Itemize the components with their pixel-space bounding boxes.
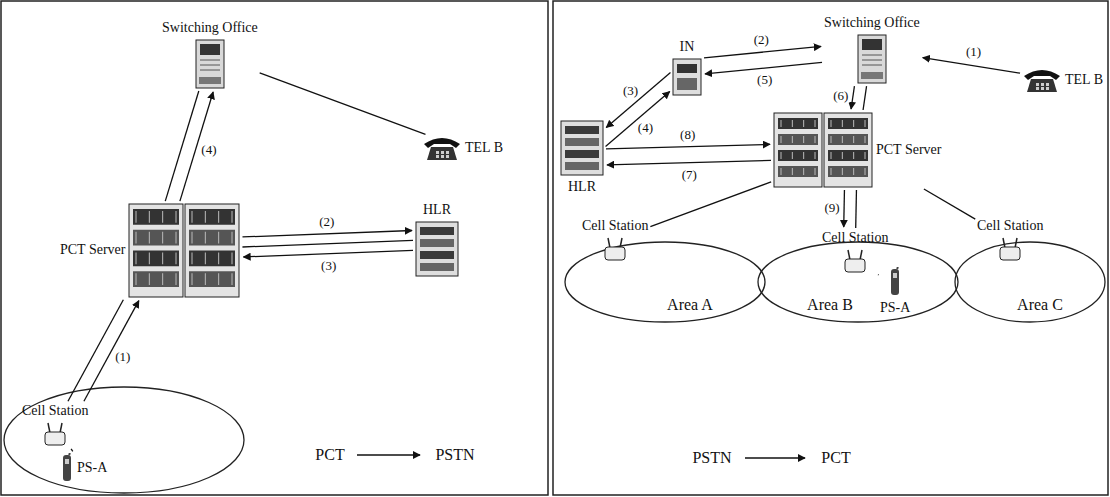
cell-area xyxy=(4,387,244,493)
step-number: (7) xyxy=(681,167,698,181)
signal-arrow xyxy=(851,86,854,109)
signal-arrow xyxy=(843,190,845,227)
signal-arrow xyxy=(84,301,139,402)
step-number: (5) xyxy=(756,73,773,87)
in-icon xyxy=(672,58,702,96)
rack-icon xyxy=(128,203,240,298)
phone-icon xyxy=(1022,67,1062,93)
handset-icon xyxy=(60,453,74,483)
node-label: HLR xyxy=(423,202,451,218)
rack-node: PCT Server xyxy=(60,203,240,298)
node-label: Switching Office xyxy=(162,20,258,36)
switch-node: Switching Office xyxy=(162,20,258,89)
signal-arrow xyxy=(607,160,771,164)
hlr-node: HLR xyxy=(560,120,604,195)
step-number: (1) xyxy=(114,350,131,364)
hlr-icon xyxy=(560,120,604,176)
phone-node: TEL B xyxy=(1022,67,1103,93)
step-number: (6) xyxy=(832,89,849,103)
cell-icon xyxy=(997,237,1023,261)
handset-node: PS-A xyxy=(60,453,107,483)
node-label: Cell Station xyxy=(822,230,889,246)
link-line xyxy=(863,86,866,110)
node-label: Cell Station xyxy=(22,403,89,419)
network-label: PSTN xyxy=(692,449,731,467)
step-number: (1) xyxy=(965,44,982,58)
step-number: (3) xyxy=(622,84,639,98)
node-label: Cell Station xyxy=(977,218,1044,234)
phone-icon xyxy=(422,135,462,161)
link-line xyxy=(260,73,426,134)
link-line xyxy=(70,448,72,452)
cell-node: Cell Station xyxy=(977,218,1044,261)
step-number: (4) xyxy=(200,143,217,157)
cell-node: Cell Station xyxy=(582,218,649,261)
node-label: Cell Station xyxy=(582,218,649,234)
switch-icon xyxy=(857,34,887,84)
cell-area xyxy=(758,242,958,322)
cell-icon xyxy=(42,422,68,446)
node-label: PCT Server xyxy=(60,242,125,258)
direction-arrow xyxy=(357,454,420,455)
handset-icon xyxy=(888,267,902,297)
node-label: Switching Office xyxy=(824,15,920,31)
cell-node: Cell Station xyxy=(22,403,89,446)
panel-frame xyxy=(1,1,548,495)
panel-frame xyxy=(553,1,1108,495)
cell-icon xyxy=(842,249,868,273)
network-label: PCT xyxy=(821,449,850,467)
link-line xyxy=(242,240,413,247)
link-line xyxy=(650,182,771,227)
phone-node: TEL B xyxy=(422,135,503,161)
cell-node: Cell Station xyxy=(822,230,889,273)
link-line xyxy=(855,190,857,228)
rackS-node: PCT Server xyxy=(773,112,941,188)
switch-icon xyxy=(195,39,225,89)
signal-arrow xyxy=(606,144,770,148)
network-label: PSTN xyxy=(435,446,474,464)
cell-area xyxy=(565,242,765,322)
step-number: (2) xyxy=(318,215,335,229)
step-number: (9) xyxy=(823,201,840,215)
signal-arrow xyxy=(242,230,412,236)
step-number: (8) xyxy=(679,127,696,141)
node-label: IN xyxy=(680,39,695,55)
switch-node: Switching Office xyxy=(824,15,920,84)
area-label: Area B xyxy=(807,296,853,314)
hlr-icon xyxy=(415,221,459,277)
in-node: IN xyxy=(672,39,702,96)
area-label: Area C xyxy=(1017,296,1063,314)
handset-node: PS-A xyxy=(880,267,910,316)
cell-area xyxy=(955,242,1105,322)
step-number: (2) xyxy=(753,33,770,47)
network-label: PCT xyxy=(315,446,344,464)
rackS-icon xyxy=(773,112,873,188)
hlr-node: HLR xyxy=(415,202,459,277)
direction-arrow xyxy=(745,457,805,458)
node-label: TEL B xyxy=(465,140,503,156)
node-label: HLR xyxy=(568,179,596,195)
cell-icon xyxy=(602,237,628,261)
step-number: (3) xyxy=(320,259,337,273)
area-label: Area A xyxy=(667,296,713,314)
step-number: (4) xyxy=(637,121,654,135)
node-label: PCT Server xyxy=(876,142,941,158)
link-line xyxy=(165,91,199,201)
node-label: PS-A xyxy=(77,460,107,476)
signal-arrow xyxy=(606,92,670,147)
signal-arrow xyxy=(243,250,413,256)
signal-arrow xyxy=(704,46,821,57)
link-line xyxy=(878,274,880,276)
node-label: TEL B xyxy=(1065,72,1103,88)
node-label: PS-A xyxy=(880,300,910,316)
link-line xyxy=(924,189,975,219)
signal-arrow xyxy=(923,58,1020,74)
